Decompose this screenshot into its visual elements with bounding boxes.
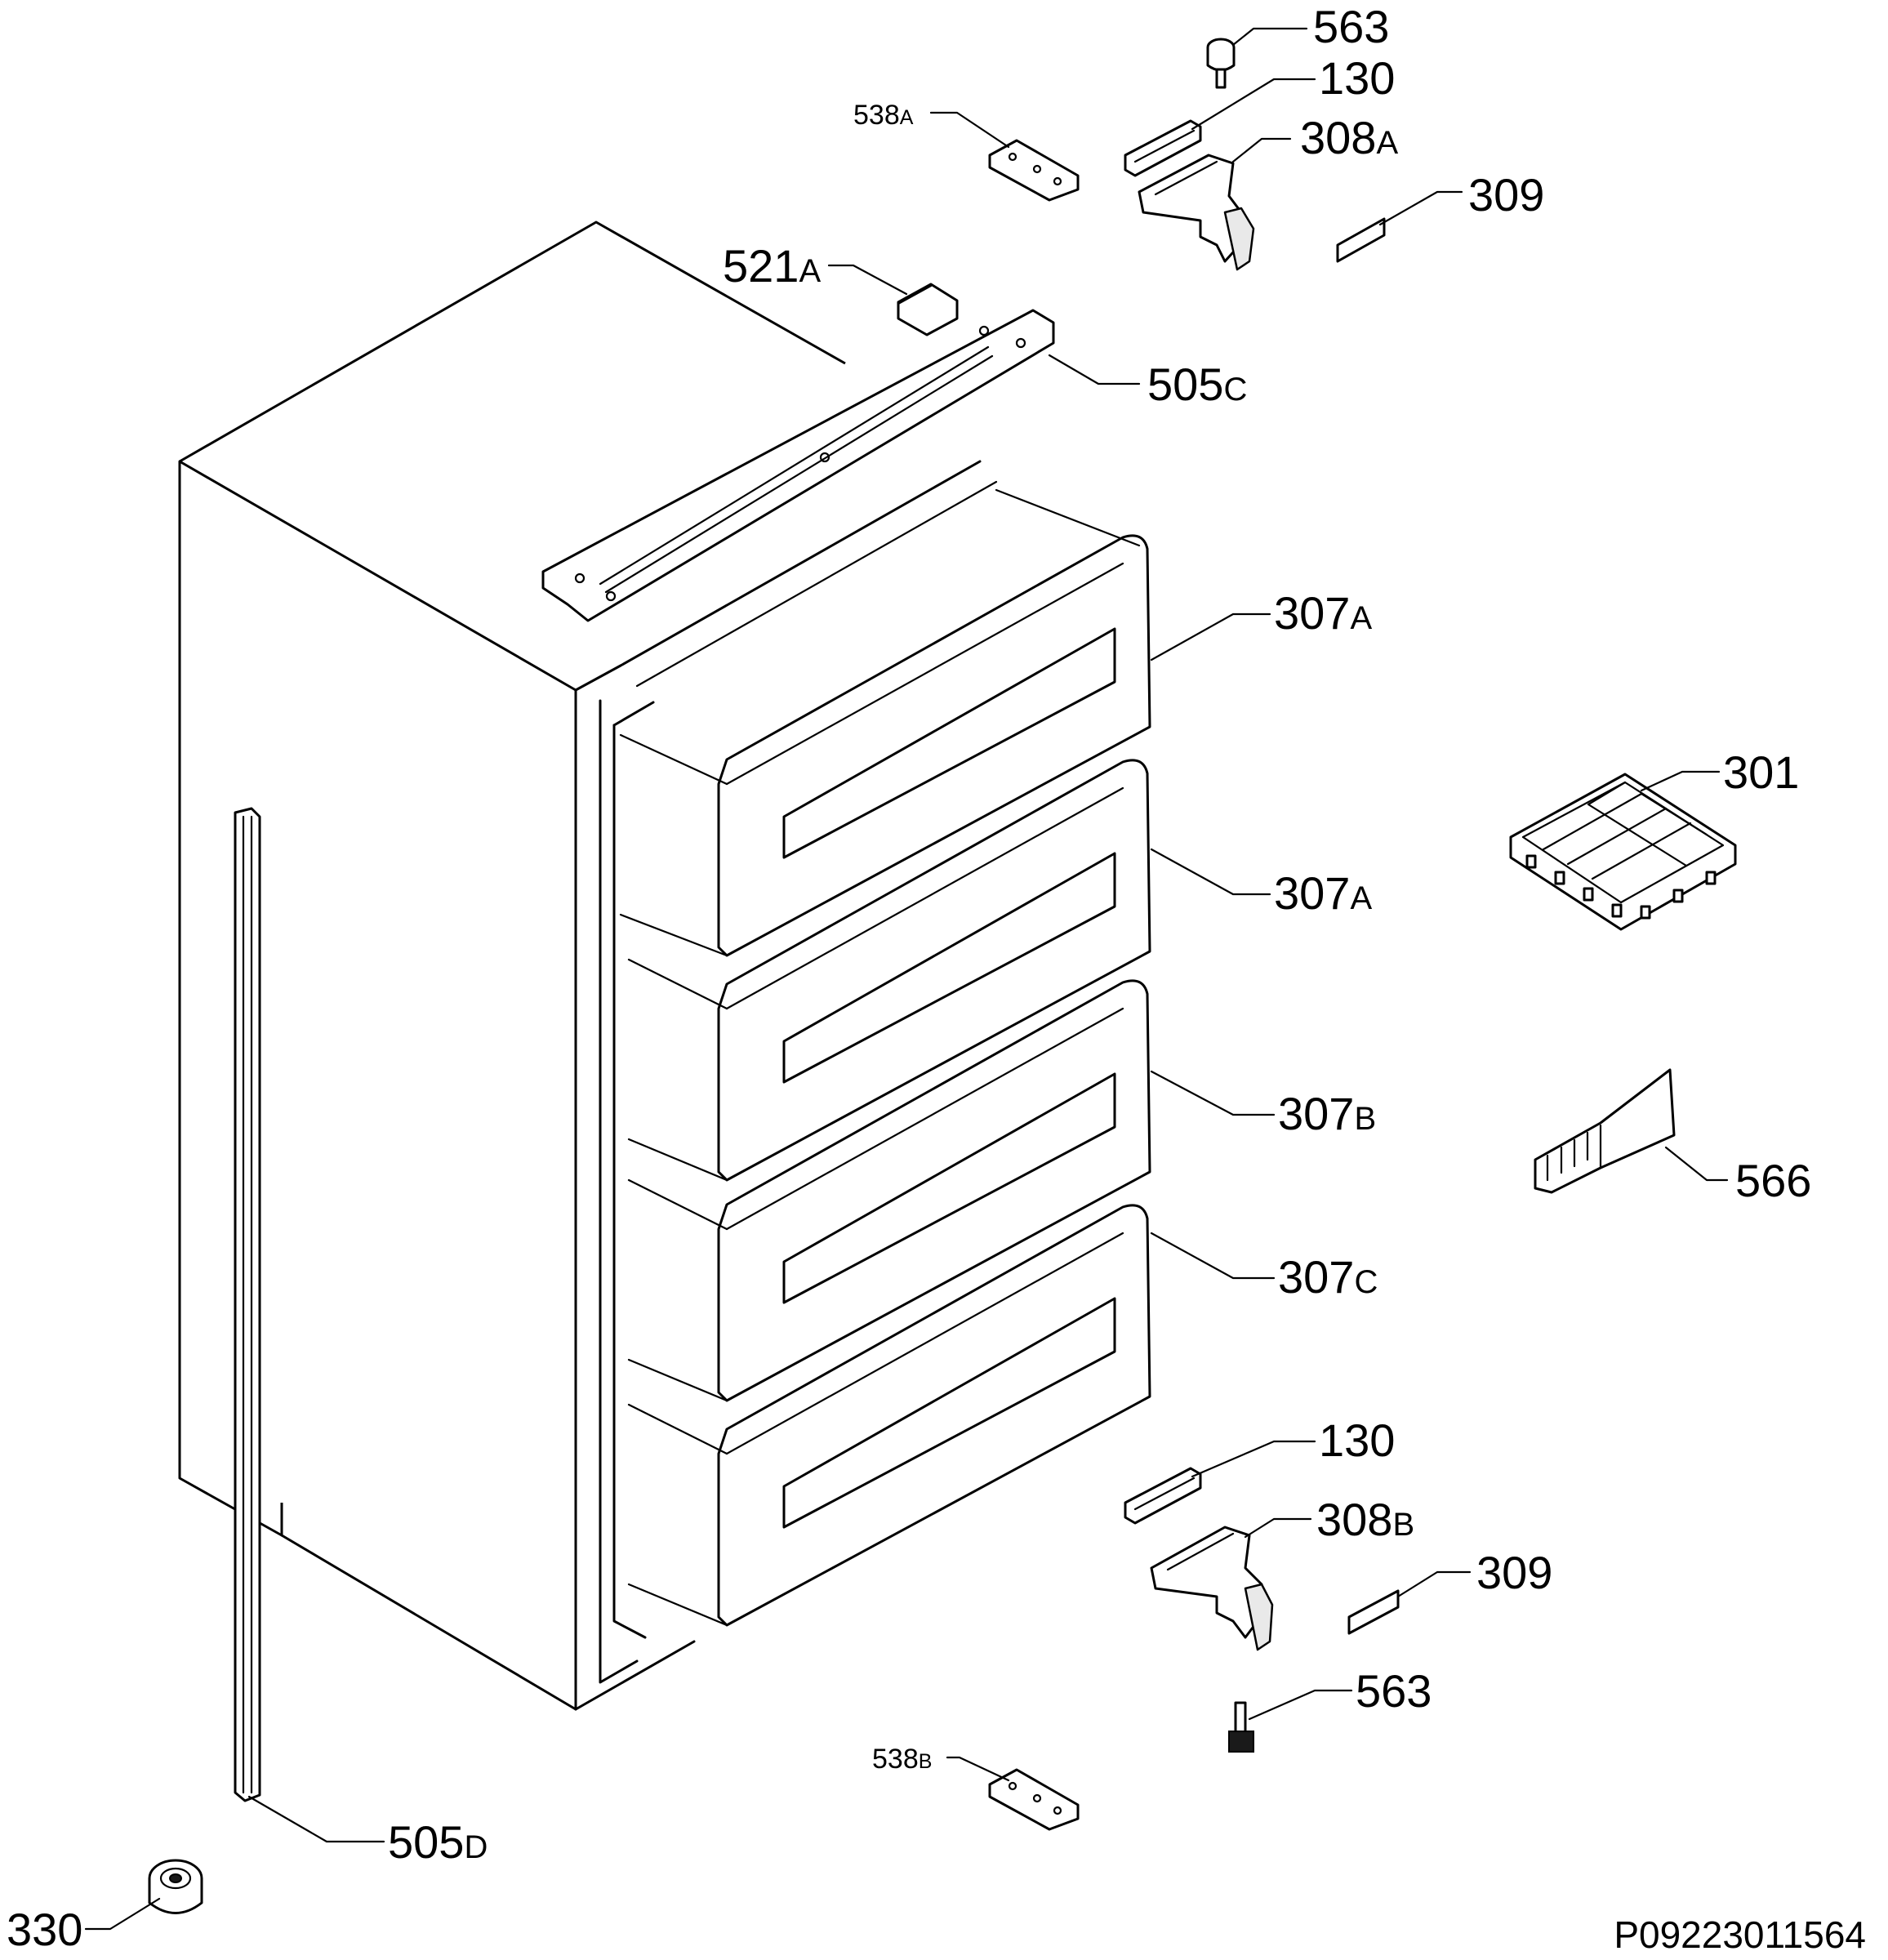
leader-563-top (1231, 27, 1308, 47)
callout-309-bot: 309 (1476, 1547, 1552, 1598)
leader-330 (84, 1897, 161, 1931)
callout-130-bot: 130 (1319, 1414, 1395, 1466)
leader-521a (827, 264, 908, 296)
ice-cube-tray (1509, 773, 1737, 931)
callout-505c: 505C (1147, 359, 1247, 410)
bottom-hinge-group (988, 1467, 1400, 1831)
ice-scraper (1534, 1068, 1676, 1194)
leader-307a-2 (1150, 848, 1271, 896)
hinge-308b (1150, 1526, 1274, 1651)
callout-566: 566 (1735, 1155, 1811, 1206)
leader-505d (247, 1795, 385, 1843)
clip-521a (897, 283, 959, 336)
top-hinge-group (988, 38, 1386, 271)
callout-307c: 307C (1278, 1251, 1378, 1303)
cover-plate-309-bottom (1347, 1589, 1400, 1635)
spacer-130-bottom (1124, 1467, 1202, 1525)
leader-307a-1 (1150, 612, 1271, 662)
callout-330: 330 (7, 1904, 82, 1955)
leader-538b (946, 1756, 1010, 1782)
leader-lines (84, 27, 1729, 1931)
drawer-2 (627, 759, 1151, 1182)
drawer-3 (627, 979, 1151, 1402)
callout-labels: 563 130 538A 308A 309 521A 505C 307A 301… (7, 1, 1811, 1955)
callout-307a-1: 307A (1274, 587, 1372, 639)
leader-307c (1150, 1232, 1276, 1280)
callout-538a: 538A (853, 100, 914, 131)
drawer-1 (619, 488, 1151, 957)
hinge-308a (1138, 154, 1255, 271)
drawing-code: P09223011564 (1614, 1913, 1866, 1956)
leader-309-top (1378, 190, 1463, 226)
callout-308a: 308A (1300, 112, 1398, 163)
callout-308b: 308B (1316, 1494, 1414, 1545)
drawer-stack (619, 488, 1151, 1627)
leader-301 (1640, 770, 1721, 792)
callout-538b: 538B (872, 1744, 932, 1775)
callout-130-top: 130 (1319, 52, 1395, 104)
callout-307a-2: 307A (1274, 867, 1372, 919)
bracket-538b (988, 1768, 1080, 1831)
callout-521a: 521A (723, 240, 821, 292)
leader-566 (1664, 1146, 1729, 1182)
leader-130-bot (1191, 1440, 1316, 1478)
leader-309-bot (1396, 1570, 1472, 1598)
vertical-trim-strip (234, 807, 261, 1802)
drawer-4 (627, 1204, 1151, 1627)
hinge-pin-top (1206, 38, 1236, 89)
callout-563-top: 563 (1313, 1, 1389, 52)
callout-301: 301 (1723, 746, 1799, 798)
callout-309-top: 309 (1468, 169, 1544, 220)
leader-307b (1150, 1070, 1276, 1116)
cover-plate-309-top (1336, 217, 1386, 263)
bracket-538a (988, 139, 1080, 202)
callout-307b: 307B (1278, 1088, 1376, 1139)
leader-308a (1231, 137, 1292, 163)
top-mounting-rail (541, 309, 1055, 622)
leader-505c (1048, 354, 1141, 385)
leader-563-bot (1248, 1689, 1353, 1721)
spacer-130-top (1124, 119, 1202, 177)
adjustable-foot (148, 1859, 203, 1914)
callout-563-bot: 563 (1356, 1665, 1432, 1717)
leader-130-top (1191, 78, 1316, 131)
leader-308b (1244, 1517, 1312, 1539)
hinge-pin-bottom (1228, 1701, 1254, 1753)
callout-505d: 505D (388, 1816, 488, 1868)
leader-538a (929, 111, 1010, 149)
